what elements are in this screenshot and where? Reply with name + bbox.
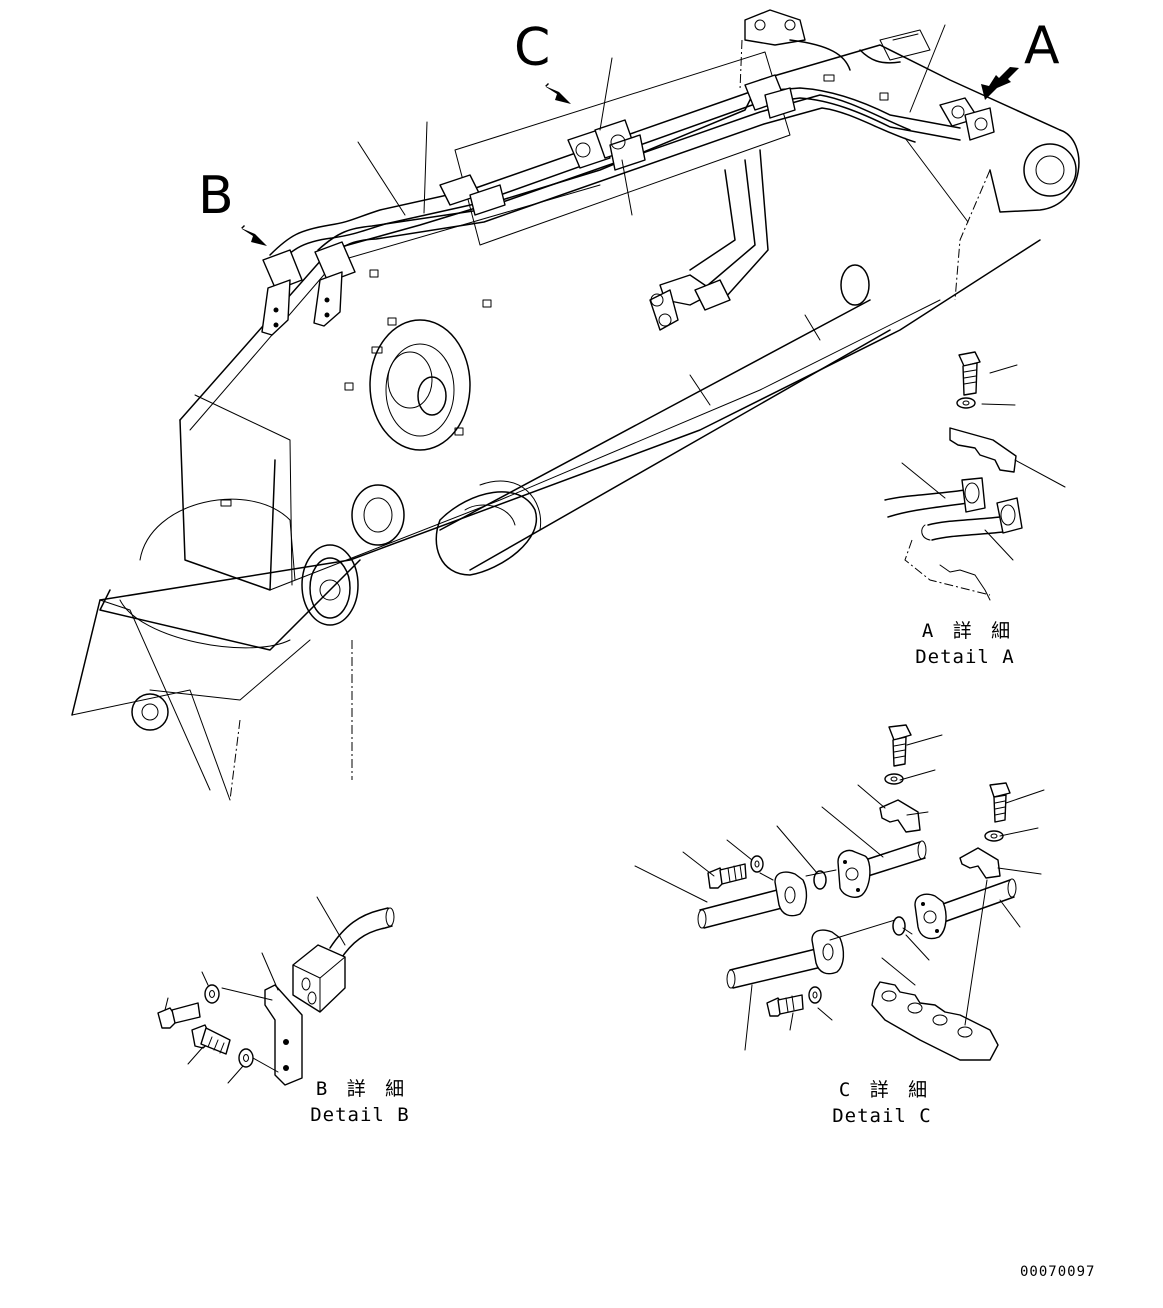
b-end-brackets — [261, 241, 356, 336]
detail-b-title-ja: B 詳 細 — [315, 1078, 409, 1100]
detail-b-title-en: Detail B — [310, 1104, 410, 1126]
hydraulic-pipes — [269, 87, 961, 271]
pipe-clamps — [439, 74, 995, 216]
detail-c-drawing — [634, 724, 1045, 1061]
detail-a-title-ja: A 詳 細 — [921, 620, 1015, 642]
rear-vertical-pipes — [649, 9, 931, 331]
boom-cylinder — [435, 299, 891, 576]
view-arrow-b — [233, 214, 267, 246]
view-arrow-c — [537, 72, 571, 104]
drawing-number: 00070097 — [1020, 1264, 1096, 1280]
detail-b-drawing — [157, 896, 395, 1086]
boom-center-boss — [369, 319, 471, 451]
detail-a-title-en: Detail A — [915, 646, 1015, 668]
boom-surface-marks — [220, 74, 889, 507]
view-label-a: A — [1024, 16, 1060, 76]
cover-plate — [454, 51, 791, 246]
detail-c-title-en: Detail C — [832, 1105, 932, 1127]
view-arrow-a — [981, 67, 1019, 100]
detail-a-drawing — [884, 351, 1066, 601]
main-leader-lines — [357, 24, 969, 223]
boom-lower-bosses — [301, 264, 870, 626]
detail-c-title-ja: C 詳 細 — [838, 1079, 932, 1101]
boom-body — [71, 44, 1080, 801]
view-label-c: C — [514, 18, 551, 78]
view-label-b: B — [198, 166, 234, 226]
